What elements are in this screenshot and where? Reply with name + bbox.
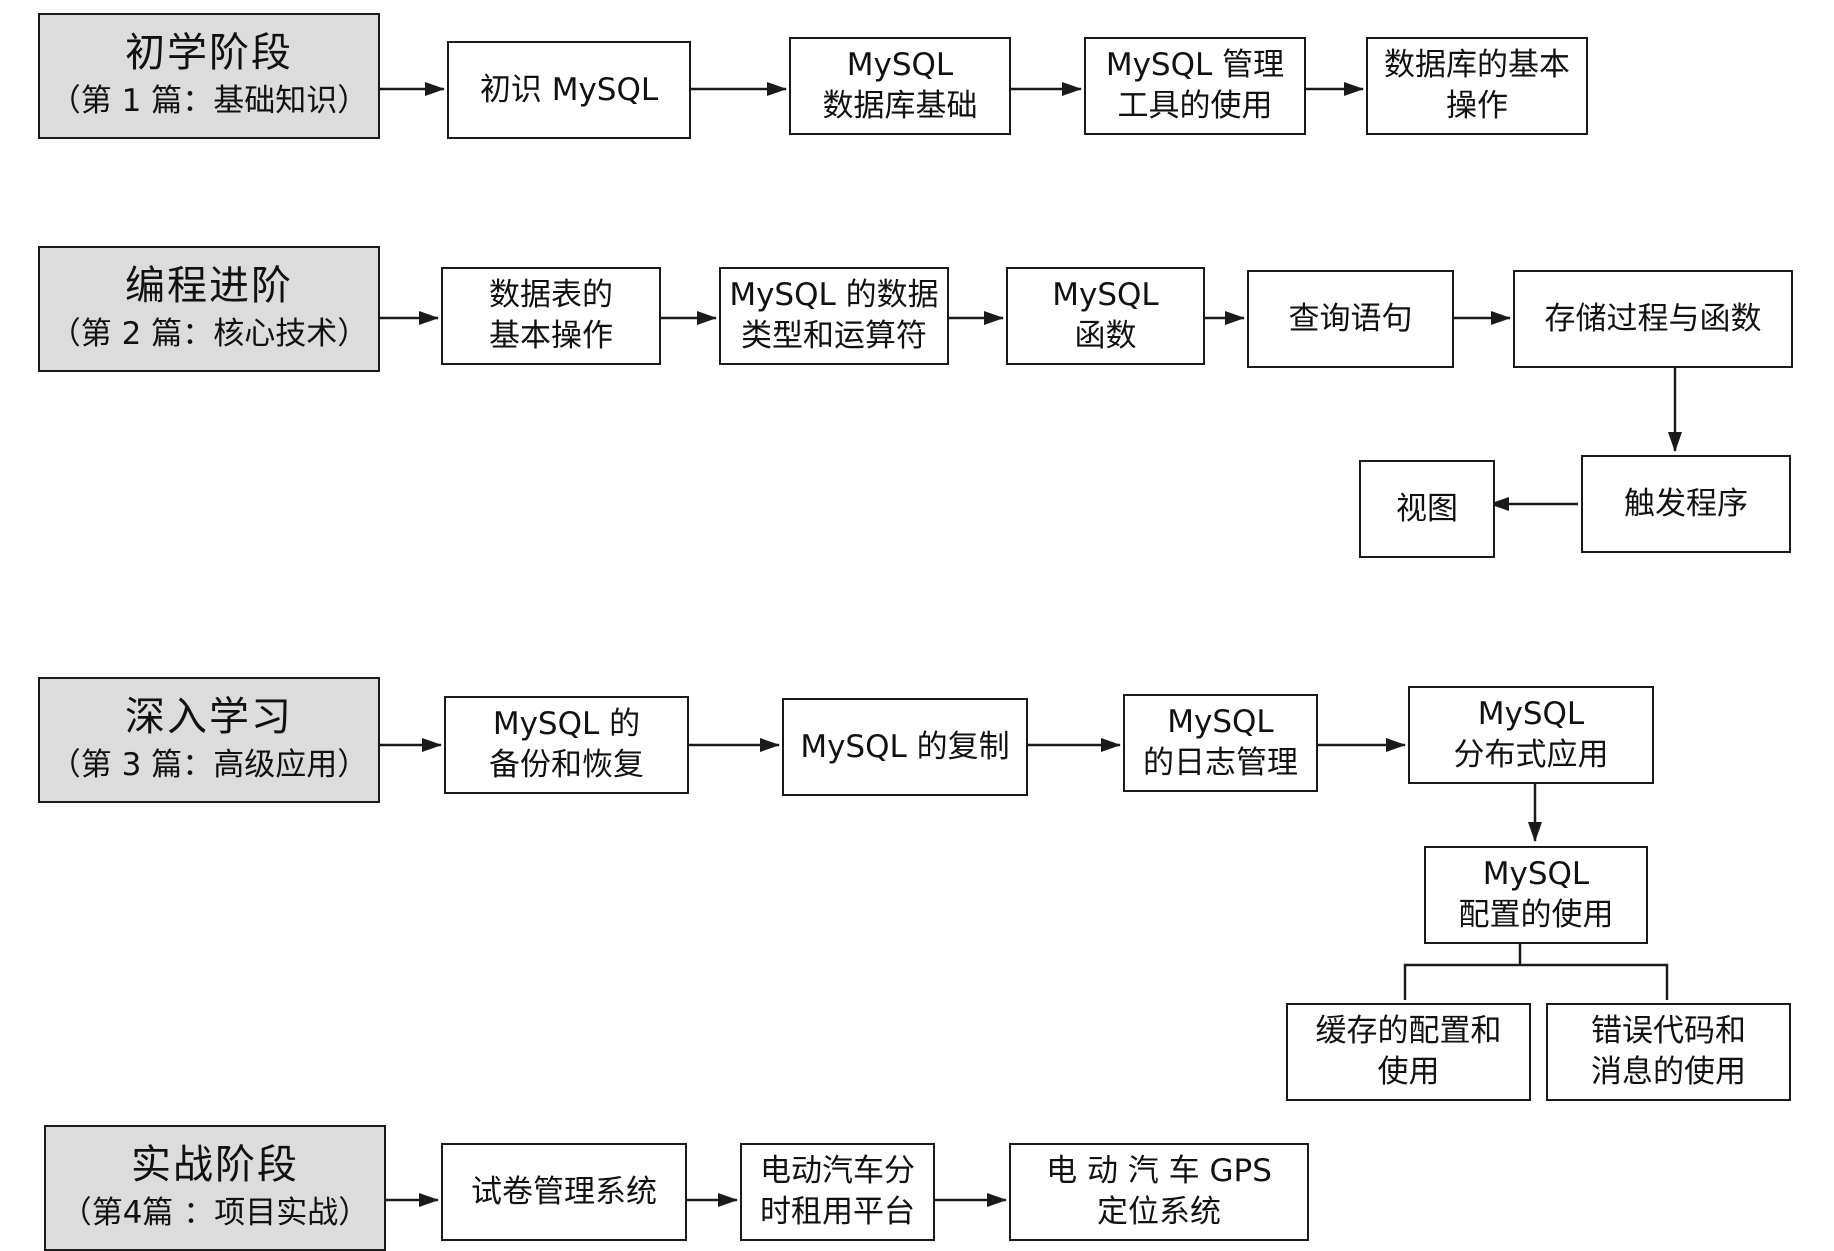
stage-subtitle: （第 1 篇：基础知识） — [49, 82, 369, 119]
stage-title: 深入学习 — [125, 693, 293, 740]
step-label-line: 视图 — [1396, 490, 1458, 527]
step-label-line: 触发程序 — [1624, 485, 1748, 522]
step-label-line: 定位系统 — [1097, 1194, 1221, 1230]
step-label-line: 的日志管理 — [1143, 745, 1298, 781]
step-label-line: 配置的使用 — [1458, 897, 1614, 933]
step-label-line: 错误代码和 — [1591, 1013, 1746, 1050]
step-label-line: 电 动 汽 车 GPS — [1046, 1153, 1272, 1190]
step-queries: 查询语句 — [1247, 270, 1454, 368]
step-replication: MySQL 的复制 — [782, 698, 1028, 796]
step-label-line: MySQL 的 — [492, 706, 641, 743]
step-label-line: MySQL 的数据 — [729, 277, 939, 314]
step-label-line: MySQL — [846, 47, 954, 84]
step-label-line: 使用 — [1377, 1054, 1440, 1090]
step-configuration: MySQL 配置的使用 — [1424, 846, 1648, 944]
step-label-line: MySQL 管理 — [1105, 47, 1285, 84]
stage-title: 编程进阶 — [125, 262, 293, 309]
step-views: 视图 — [1359, 460, 1495, 558]
step-label-line: 存储过程与函数 — [1544, 300, 1762, 337]
stage-subtitle: （第 2 篇：核心技术） — [49, 315, 369, 352]
step-label-line: 数据库基础 — [822, 88, 978, 124]
stage-practice: 实战阶段 （第4篇 ：项目实战） — [44, 1125, 386, 1251]
step-label-line: 工具的使用 — [1117, 88, 1273, 124]
step-label-line: 电动汽车分 — [760, 1153, 915, 1190]
stage-in-depth: 深入学习 （第 3 篇：高级应用） — [38, 677, 380, 803]
step-label-line: MySQL — [1052, 277, 1159, 314]
step-label-line: 分布式应用 — [1453, 737, 1609, 773]
step-distributed-apps: MySQL 分布式应用 — [1408, 686, 1654, 784]
step-error-codes: 错误代码和 消息的使用 — [1546, 1003, 1791, 1101]
step-db-basic-ops: 数据库的基本 操作 — [1366, 37, 1588, 135]
step-db-basics: MySQL 数据库基础 — [789, 37, 1011, 135]
step-label-line: 缓存的配置和 — [1315, 1013, 1502, 1050]
step-label-line: 查询语句 — [1288, 300, 1413, 337]
step-label-line: 类型和运算符 — [740, 318, 927, 354]
stage-subtitle: （第 3 篇：高级应用） — [49, 746, 369, 783]
stage-advanced-programming: 编程进阶 （第 2 篇：核心技术） — [38, 246, 380, 372]
step-label-line: 函数 — [1074, 318, 1137, 354]
step-label-line: 消息的使用 — [1591, 1054, 1746, 1090]
stage-beginner: 初学阶段 （第 1 篇：基础知识） — [38, 13, 380, 139]
stage-title: 实战阶段 — [131, 1141, 299, 1188]
step-ev-gps-system: 电 动 汽 车 GPS 定位系统 — [1009, 1143, 1309, 1241]
step-label-line: 时租用平台 — [760, 1194, 915, 1230]
step-label-line: 数据表的 — [489, 277, 613, 314]
step-label-line: 数据库的基本 — [1384, 47, 1570, 84]
step-label-line: 基本操作 — [489, 318, 613, 354]
step-label-line: 操作 — [1446, 88, 1508, 124]
stage-subtitle: （第4篇 ：项目实战） — [60, 1194, 370, 1231]
step-intro-mysql: 初识 MySQL — [447, 41, 691, 139]
step-ev-rental-platform: 电动汽车分 时租用平台 — [740, 1143, 935, 1241]
step-label-line: 试卷管理系统 — [471, 1173, 657, 1210]
step-label-line: 初识 MySQL — [479, 71, 659, 108]
step-label-line: MySQL — [1477, 696, 1585, 733]
step-functions: MySQL 函数 — [1006, 267, 1205, 365]
step-triggers: 触发程序 — [1581, 455, 1791, 553]
step-table-basic-ops: 数据表的 基本操作 — [441, 267, 661, 365]
step-cache-config: 缓存的配置和 使用 — [1286, 1003, 1531, 1101]
step-stored-procedures: 存储过程与函数 — [1513, 270, 1793, 368]
step-label-line: MySQL — [1482, 856, 1590, 893]
step-log-management: MySQL 的日志管理 — [1123, 694, 1318, 792]
step-management-tools: MySQL 管理 工具的使用 — [1084, 37, 1306, 135]
step-label-line: 备份和恢复 — [489, 747, 644, 783]
step-backup-restore: MySQL 的 备份和恢复 — [444, 696, 689, 794]
step-label-line: MySQL — [1167, 704, 1274, 741]
step-exam-management-system: 试卷管理系统 — [441, 1143, 687, 1241]
step-types-operators: MySQL 的数据 类型和运算符 — [719, 267, 949, 365]
step-label-line: MySQL 的复制 — [800, 728, 1010, 765]
stage-title: 初学阶段 — [125, 29, 293, 76]
tree-config-to-children — [1403, 963, 1669, 1000]
